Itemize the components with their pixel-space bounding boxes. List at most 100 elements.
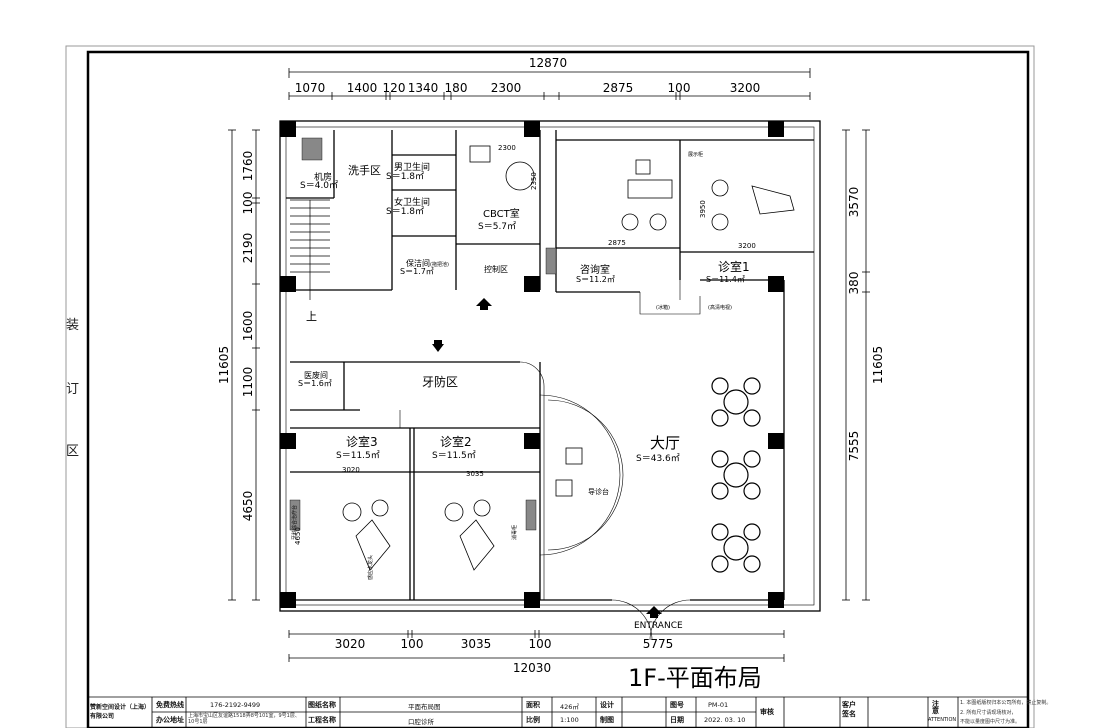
room-mens-wc-area: S＝1.8㎡	[386, 171, 424, 182]
dim-top-total: 12870	[529, 56, 567, 70]
room-cleaning: 保洁间	[406, 258, 430, 268]
stairs	[290, 199, 330, 300]
room-cbct: CBCT室	[483, 207, 520, 220]
dim-cbct-h: 2350	[530, 172, 538, 190]
note-line-1: 1. 本图纸版权归本公司所有，禁止复制。	[960, 700, 1052, 706]
sheet-no: PM-01	[708, 701, 729, 709]
note-label: 注意	[932, 700, 939, 715]
scale-label: 比例	[526, 716, 540, 724]
room-machine: 机房	[314, 171, 332, 183]
room-medwaste: 医废间	[304, 370, 328, 380]
dim-top-seg-1: 1070	[295, 81, 326, 95]
dim-left-seg-1: 1760	[241, 151, 255, 182]
project-label: 工程名称	[308, 716, 336, 724]
title-block: 赞新空间设计（上海）有限公司 免费热线 176-2192-9499 办公地址 上…	[88, 697, 1051, 728]
annotation-tv: (高清电视)	[708, 304, 732, 311]
room-medwaste-area: S＝1.6㎡	[298, 379, 332, 388]
drawing-name: 平面布局图	[408, 703, 441, 711]
dim-clinic3-w: 3020	[342, 466, 360, 474]
dim-bottom-seg-3: 3035	[461, 637, 492, 651]
annotation-display-wall: 展示柜	[688, 151, 703, 158]
dim-left-seg-3: 2190	[241, 233, 255, 264]
office-address: 上海市宝山区友谊路1518弄8号101室，9号1层、10号1层	[188, 713, 300, 725]
dim-bottom-seg-5: 5775	[643, 637, 674, 651]
room-consult: 咨询室	[580, 263, 610, 276]
dim-right-seg-1: 3570	[847, 187, 861, 218]
dim-clinic1-w: 3200	[738, 242, 756, 250]
room-clinic1-area: S＝11.4㎡	[706, 275, 745, 284]
room-handwash: 洗手区	[348, 163, 381, 177]
dim-bottom-seg-1: 3020	[335, 637, 366, 651]
room-mens-wc: 男卫生间	[394, 161, 430, 173]
entrance-label: ENTRANCE	[634, 621, 683, 631]
hall-tables	[711, 377, 761, 573]
dim-bottom-seg-4: 100	[529, 637, 552, 651]
annotation-water-tank: 感应水龙头	[367, 555, 374, 580]
review-label: 审核	[760, 708, 774, 716]
room-clinic1: 诊室1	[718, 259, 750, 274]
binding-label-2: 订	[66, 382, 80, 397]
dim-top-seg-9: 3200	[730, 81, 761, 95]
area-label: 面积	[526, 701, 540, 709]
room-clinic2-area: S＝11.5㎡	[432, 450, 476, 461]
dim-clinic2-w: 3035	[466, 470, 484, 478]
binding-label-3: 区	[66, 444, 80, 459]
scale-value: 1:100	[560, 716, 579, 724]
room-hall: 大厅	[650, 434, 680, 452]
annotation-dental-chair: 牙科综合治疗台	[291, 505, 298, 540]
binding-label-1: 装	[66, 318, 80, 333]
room-clinic3: 诊室3	[346, 434, 378, 449]
room-prevention: 牙防区	[422, 374, 458, 389]
dim-left-seg-4: 1600	[241, 311, 255, 342]
drawing-name-label: 图纸名称	[308, 701, 336, 709]
dim-consult-w: 2875	[608, 239, 626, 247]
dim-top-seg-3: 120	[383, 81, 406, 95]
dim-right-seg-2: 380	[847, 272, 861, 295]
guide-desk: 导诊台	[588, 487, 609, 496]
dim-left-seg-2: 100	[241, 192, 255, 215]
room-clinic2: 诊室2	[440, 434, 472, 449]
dim-right-seg-3: 7555	[847, 431, 861, 462]
room-consult-area: S＝11.2㎡	[576, 275, 615, 284]
dim-bottom-seg-2: 100	[401, 637, 424, 651]
dim-cbct-w: 2300	[498, 144, 516, 152]
dim-top-seg-4: 1340	[408, 81, 439, 95]
date-value: 2022. 03. 10	[704, 716, 746, 724]
annotation-appliance: (冰箱)	[656, 304, 670, 311]
dim-top-seg-7: 2875	[603, 81, 634, 95]
room-control: 控制区	[484, 264, 508, 274]
dim-left-seg-5: 1100	[241, 367, 255, 398]
draw-label: 制图	[600, 716, 614, 724]
hotline: 176-2192-9499	[210, 701, 261, 709]
room-womens-wc-area: S＝1.8㎡	[386, 206, 424, 217]
dim-top-seg-6: 2300	[491, 81, 522, 95]
project-name: 口腔诊所	[408, 718, 434, 726]
room-cbct-area: S＝5.7㎡	[478, 221, 516, 232]
room-cleaning-note: (拖把池)	[430, 261, 449, 268]
dim-left-total: 11605	[217, 346, 231, 384]
dim-left-seg-6: 4650	[241, 491, 255, 522]
design-label: 设计	[600, 701, 614, 709]
note-line-2: 2. 所有尺寸请现场核对，	[960, 710, 1017, 716]
annotation-sterilize: 消毒柜	[511, 525, 518, 540]
note-en: ATTENTION	[928, 717, 957, 723]
dim-clinic1-h: 3950	[699, 200, 707, 218]
room-clinic3-area: S＝11.5㎡	[336, 450, 380, 461]
office-label: 办公地址	[156, 716, 184, 724]
dim-bottom-total: 12030	[513, 661, 551, 675]
dim-right-total: 11605	[871, 346, 885, 384]
dim-clinic3-h: 4650	[294, 527, 302, 545]
room-machine-area: S＝4.0㎡	[300, 180, 338, 191]
note-line-3: 不能以量度图中尺寸为准。	[960, 719, 1021, 725]
room-womens-wc: 女卫生间	[394, 196, 430, 208]
area-value: 426㎡	[560, 703, 579, 711]
client-label: 客户签名	[842, 701, 856, 718]
room-hall-area: S＝43.6㎡	[636, 453, 680, 464]
stairs-up-label: 上	[306, 310, 317, 323]
dim-top-seg-5: 180	[445, 81, 468, 95]
date-label: 日期	[670, 716, 684, 724]
hotline-label: 免费热线	[156, 701, 184, 709]
drawing-title: 1F-平面布局	[628, 664, 762, 692]
company-name: 赞新空间设计（上海）有限公司	[90, 704, 151, 720]
